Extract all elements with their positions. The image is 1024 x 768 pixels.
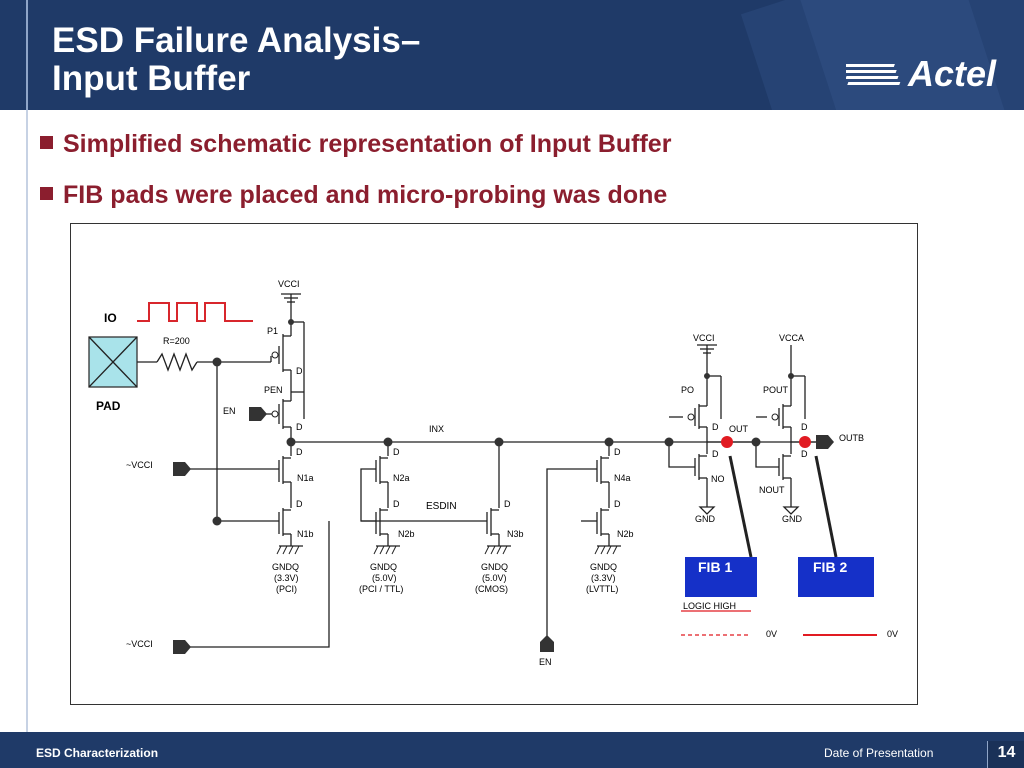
zero-v-1-label: 0V — [766, 629, 777, 639]
io-label: IO — [104, 311, 117, 325]
gndq-2-label: GNDQ — [370, 562, 397, 572]
gndq-3-label: GNDQ — [481, 562, 508, 572]
n4a-label: N4a — [614, 473, 631, 483]
n1a-label: N1a — [297, 473, 314, 483]
n4a-d-label: D — [614, 447, 621, 457]
pout-label: POUT — [763, 385, 789, 395]
probe-dot-1 — [721, 436, 733, 448]
schematic-svg: IO PAD R=200 VCCI P1 D PEN EN D INX D ~V… — [88, 279, 898, 667]
gnd-2-label: GND — [782, 514, 803, 524]
slide-title: ESD Failure Analysis– Input Buffer — [52, 22, 420, 98]
gndq-3-type: (CMOS) — [475, 584, 508, 594]
header-stripe — [26, 0, 28, 110]
footer-date: Date of Presentation — [824, 746, 934, 760]
bullet-1-text: Simplified schematic representation of I… — [63, 130, 672, 158]
gndq-4-voltage: (3.3V) — [591, 573, 616, 583]
vcci-pin-icon — [173, 462, 191, 476]
footer-bar: ESD Characterization Date of Presentatio… — [0, 732, 1024, 768]
gndq-4-type: (LVTTL) — [586, 584, 618, 594]
n3b-d-label: D — [504, 499, 511, 509]
gndq-2-voltage: (5.0V) — [372, 573, 397, 583]
not-vcci-2-label: ~VCCI — [126, 639, 153, 649]
no-d-label: D — [712, 449, 719, 459]
not-vcci-1-label: ~VCCI — [126, 460, 153, 470]
zero-v-2-label: 0V — [887, 629, 898, 639]
resistor-label: R=200 — [163, 336, 190, 346]
bullet-2: FIB pads were placed and micro-probing w… — [40, 181, 667, 210]
vcci-right-label: VCCI — [693, 333, 715, 343]
bullet-square-icon — [40, 187, 53, 200]
fib-2-box — [798, 557, 874, 597]
p1-label: P1 — [267, 326, 278, 336]
inx-label: INX — [429, 424, 444, 434]
pout-d-label: D — [801, 422, 808, 432]
n1b-d-label: D — [296, 499, 303, 509]
left-margin — [0, 110, 28, 732]
nout-d-label: D — [801, 449, 808, 459]
n2b-right-d-label: D — [614, 499, 621, 509]
esdin-label: ESDIN — [426, 501, 457, 512]
po-label: PO — [681, 385, 694, 395]
outb-label: OUTB — [839, 433, 864, 443]
n2b-d-label: D — [393, 499, 400, 509]
en-bottom-label: EN — [539, 657, 552, 667]
bullet-2-text: FIB pads were placed and micro-probing w… — [63, 181, 668, 209]
probe-dot-2 — [799, 436, 811, 448]
logic-high-label: LOGIC HIGH — [683, 601, 736, 611]
en-bottom-pin-icon — [540, 635, 554, 652]
n1b-label: N1b — [297, 529, 314, 539]
no-label: NO — [711, 474, 725, 484]
po-d-label: D — [712, 422, 719, 432]
gndq-4-label: GNDQ — [590, 562, 617, 572]
en-pin-icon — [249, 407, 267, 421]
footer-title: ESD Characterization — [36, 746, 159, 760]
out-label: OUT — [729, 424, 749, 434]
nout-label: NOUT — [759, 485, 785, 495]
en-label: EN — [223, 406, 236, 416]
n1a-d-label: D — [296, 447, 303, 457]
title-bar: ESD Failure Analysis– Input Buffer Actel — [0, 0, 1024, 110]
gndq-3-voltage: (5.0V) — [482, 573, 507, 583]
fib-1-label: FIB 1 — [698, 559, 732, 575]
fib-1-box — [685, 557, 757, 597]
bullet-square-icon — [40, 136, 53, 149]
fib-2-label: FIB 2 — [813, 559, 847, 575]
p1-d-label: D — [296, 366, 303, 376]
pad-label: PAD — [96, 399, 121, 413]
gndq-2-type: (PCI / TTL) — [359, 584, 403, 594]
title-line-2: Input Buffer — [52, 59, 251, 98]
input-buffer-schematic: IO PAD R=200 VCCI P1 D PEN EN D INX D ~V… — [70, 223, 918, 705]
vcci-pin-2-icon — [173, 640, 191, 654]
logo-wordmark: Actel — [907, 53, 997, 94]
vcca-label: VCCA — [779, 333, 804, 343]
n2b-2-label: N2b — [617, 529, 634, 539]
gndq-1-type: (PCI) — [276, 584, 297, 594]
gndq-1-voltage: (3.3V) — [274, 573, 299, 583]
page-number: 14 — [987, 741, 1024, 768]
gndq-1-label: GNDQ — [272, 562, 299, 572]
n2a-d-label: D — [393, 447, 400, 457]
n2a-label: N2a — [393, 473, 410, 483]
gnd-1-label: GND — [695, 514, 716, 524]
n2b-1-label: N2b — [398, 529, 415, 539]
left-rule — [26, 110, 28, 732]
title-line-1: ESD Failure Analysis– — [52, 21, 421, 60]
n3b-label: N3b — [507, 529, 524, 539]
actel-logo: Actel — [846, 53, 997, 94]
vcci-top-label: VCCI — [278, 279, 300, 289]
bullet-1: Simplified schematic representation of I… — [40, 130, 671, 159]
pen-d-label: D — [296, 422, 303, 432]
pen-label: PEN — [264, 385, 283, 395]
outb-pin-icon — [816, 435, 834, 449]
